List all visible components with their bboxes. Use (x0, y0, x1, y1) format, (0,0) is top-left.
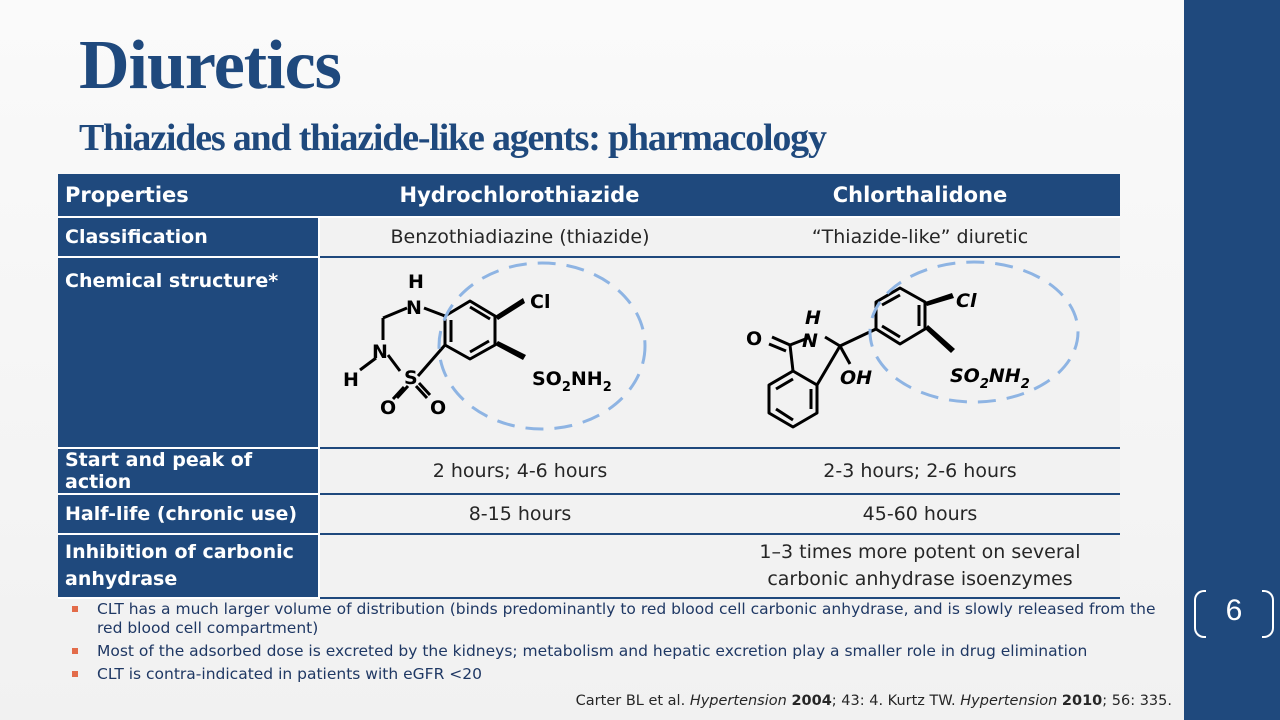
page-number: 6 (1225, 594, 1243, 627)
clt-n: N (802, 330, 818, 352)
hctz-cl: Cl (530, 291, 550, 313)
slide-subtitle: Thiazides and thiazide-like agents: phar… (79, 117, 827, 159)
hctz-o2: O (430, 397, 446, 419)
cell-clt: 2-3 hours; 2-6 hours (720, 448, 1120, 495)
hctz-s: S (404, 367, 418, 389)
header-hydrochlorothiazide: Hydrochlorothiazide (319, 174, 720, 218)
table-row: Start and peak of action 2 hours; 4-6 ho… (58, 448, 1120, 495)
page-number-box: 6 (1194, 590, 1274, 638)
hctz-h-left: H (343, 369, 359, 391)
clt-o: O (746, 328, 762, 350)
bullet-square-icon (72, 648, 78, 654)
cell-hctz: Benzothiadiazine (thiazide) (319, 217, 720, 258)
hctz-sulfonamide: SO2NH2 (532, 368, 612, 395)
clt-cl: Cl (956, 290, 977, 312)
cell-clt-structure: O H N OH Cl SO2NH2 (720, 257, 1120, 449)
hctz-o1: O (380, 397, 396, 419)
right-bracket-icon (1262, 590, 1274, 638)
bullet-list: CLT has a much larger volume of distribu… (70, 600, 1170, 688)
cell-hctz: 8-15 hours (319, 494, 720, 535)
table-row: Classification Benzothiadiazine (thiazid… (58, 217, 1120, 258)
clt-oh: OH (840, 367, 872, 389)
table-row: Inhibition of carbonic anhydrase 1–3 tim… (58, 534, 1120, 599)
left-bracket-icon (1194, 590, 1206, 638)
cell-hctz: 2 hours; 4-6 hours (319, 448, 720, 495)
clt-h: H (805, 307, 821, 329)
row-label: Half-life (chronic use) (58, 494, 320, 535)
hctz-structure-diagram: H N Cl N H S O O SO2NH2 (343, 261, 647, 431)
cell-hctz (319, 534, 720, 599)
table-header-row: Properties Hydrochlorothiazide Chlorthal… (58, 174, 1120, 218)
bullet-square-icon (72, 606, 78, 612)
properties-table: Properties Hydrochlorothiazide Chlorthal… (58, 174, 1120, 599)
hctz-n-left: N (372, 341, 388, 363)
list-item: CLT is contra-indicated in patients with… (70, 665, 1170, 684)
row-label: Chemical structure* (58, 257, 320, 449)
cell-clt: “Thiazide-like” diuretic (720, 217, 1120, 258)
table-row: Chemical structure* (58, 257, 1120, 449)
cell-hctz-structure: H N Cl N H S O O SO2NH2 (319, 257, 720, 449)
table-row: Half-life (chronic use) 8-15 hours 45-60… (58, 494, 1120, 535)
row-label: Inhibition of carbonic anhydrase (58, 534, 320, 599)
cell-clt: 1–3 times more potent on several carboni… (720, 534, 1120, 599)
header-properties: Properties (58, 174, 319, 218)
list-item: CLT has a much larger volume of distribu… (70, 600, 1170, 638)
slide-title: Diuretics (79, 27, 342, 104)
row-label: Classification (58, 217, 320, 258)
sidebar-band (1184, 0, 1280, 720)
bullet-square-icon (72, 671, 78, 677)
hctz-h-top: H (408, 271, 424, 293)
header-chlorthalidone: Chlorthalidone (720, 174, 1120, 218)
clt-sulfonamide: SO2NH2 (950, 365, 1030, 392)
cell-clt: 45-60 hours (720, 494, 1120, 535)
hctz-n-top: N (406, 297, 422, 319)
clt-structure-diagram: O H N OH Cl SO2NH2 (746, 260, 1080, 429)
list-item: Most of the adsorbed dose is excreted by… (70, 642, 1170, 661)
reference-citation: Carter BL et al. Hypertension 2004; 43: … (575, 693, 1172, 709)
row-label: Start and peak of action (58, 448, 320, 495)
